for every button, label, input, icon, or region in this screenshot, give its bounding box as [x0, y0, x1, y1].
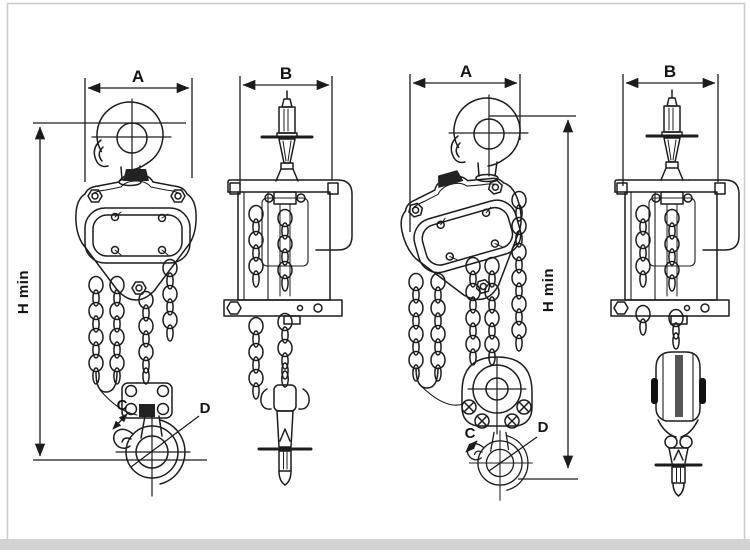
dim-label-b-right: B [664, 62, 676, 81]
dim-label-d-right: D [538, 419, 549, 436]
footer-band [0, 539, 750, 550]
dim-label-b-left: B [280, 64, 292, 83]
dimensions-side-right [622, 74, 719, 186]
dim-label-c-right: C [465, 425, 476, 442]
hand-chain [88, 258, 178, 416]
hand-chain [408, 272, 464, 406]
dim-label-c-left: C [117, 397, 128, 414]
bottom-block-side [651, 351, 706, 449]
top-hook-side [645, 88, 699, 182]
dimensions-front-left [33, 78, 207, 468]
bottom-hook-side [654, 447, 703, 497]
hand-chain [635, 304, 651, 336]
top-hook-side [260, 89, 314, 183]
dim-label-a-right: A [460, 62, 472, 81]
load-chain [277, 312, 293, 380]
hoist-body [75, 168, 197, 301]
dim-label-hmin-left: H min [15, 270, 32, 314]
side-view-left [224, 89, 352, 487]
load-chain [138, 290, 154, 385]
bottom-block [461, 356, 533, 435]
load-chain [668, 308, 684, 350]
bottom-hook [112, 413, 191, 497]
hand-chain [248, 316, 264, 400]
leader-line-d [130, 415, 200, 468]
hoist-body-side [611, 180, 739, 324]
front-view-left [75, 98, 197, 497]
dimensions-front-right [409, 74, 578, 480]
bottom-swivel [121, 382, 173, 419]
dimensions-side-left [239, 76, 333, 186]
load-chain [465, 190, 527, 366]
dim-label-a-left: A [132, 67, 144, 86]
dimension-arrow-c [465, 440, 478, 453]
bottom-hook-side [257, 369, 313, 487]
dim-label-hmin-right: H min [540, 268, 557, 312]
leader-line-d [488, 436, 538, 472]
side-view-right [611, 88, 739, 497]
dimension-arrow-c [112, 413, 128, 430]
dim-label-d-left: D [200, 400, 211, 417]
hoist-body-side [224, 180, 352, 324]
front-view-right [389, 94, 543, 502]
top-hook [448, 94, 529, 183]
